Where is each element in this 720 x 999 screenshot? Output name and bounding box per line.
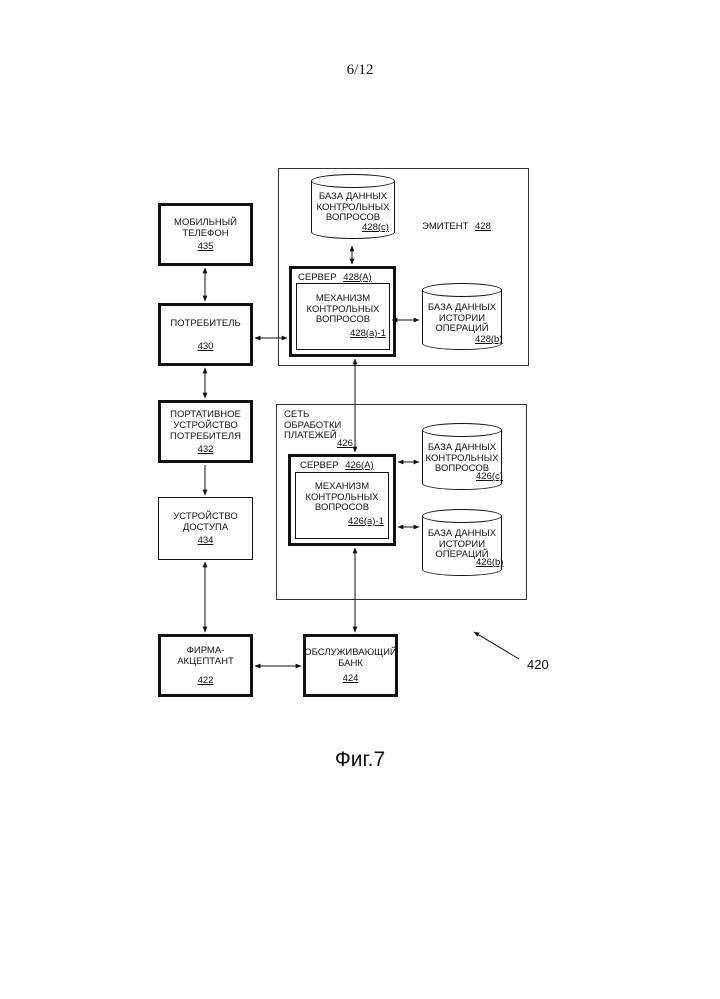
figure-caption: Фиг.7 xyxy=(0,748,720,772)
arrow-system-pointer xyxy=(474,632,519,659)
